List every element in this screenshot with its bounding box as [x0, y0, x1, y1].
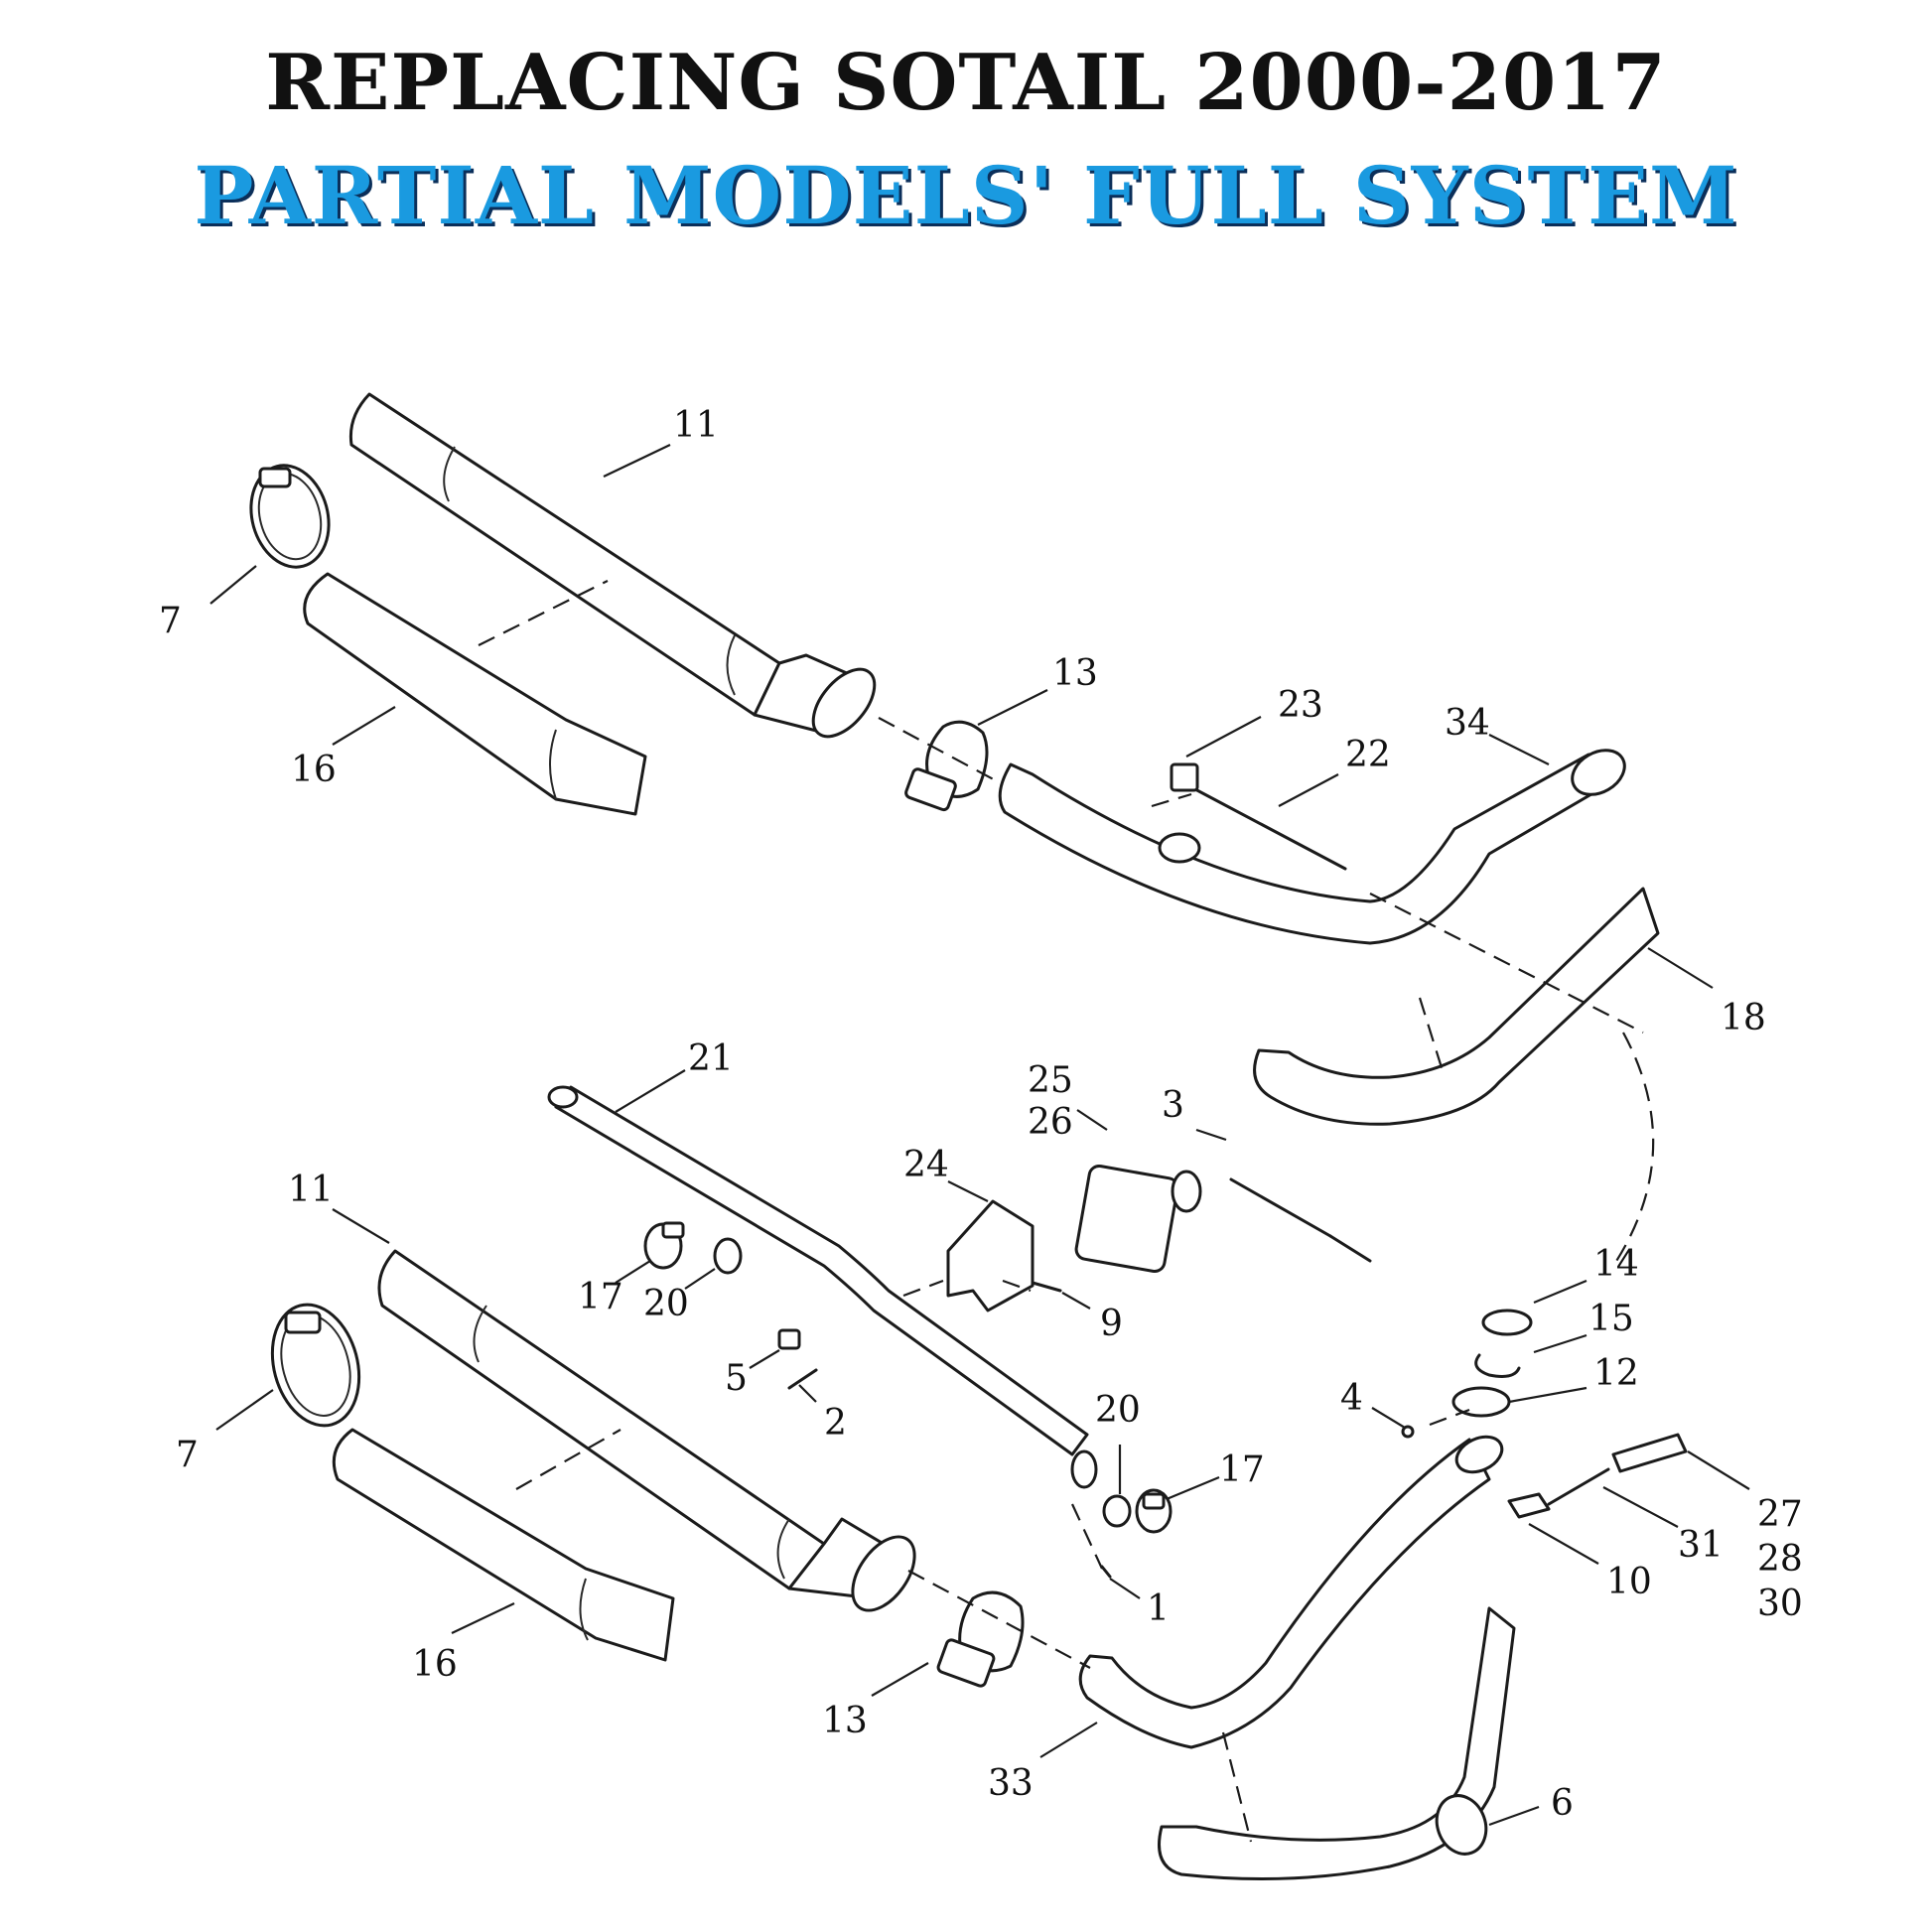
callout-lower-heat-shield: 16 [412, 1644, 458, 1685]
callout-ring-right: 20 [1095, 1390, 1141, 1431]
ring-left [713, 1237, 743, 1275]
callout-upper-muffler-clamp: 13 [1052, 653, 1098, 694]
small-clamp-left [643, 1221, 685, 1270]
callouts: 11 7 16 13 23 22 34 18 21 25 26 3 24 11 … [159, 405, 1803, 1824]
flange-nut [1401, 1425, 1415, 1439]
callout-lead-31: 31 [1678, 1525, 1724, 1566]
lower-heat-shield [332, 1428, 675, 1662]
callout-ring-left: 20 [643, 1284, 689, 1324]
callout-lower-clamp: 7 [176, 1435, 199, 1475]
callout-flange-nut: 4 [1340, 1378, 1363, 1419]
callout-retaining-ring: 15 [1588, 1299, 1634, 1339]
sensor-stud [1031, 1281, 1062, 1293]
actuator-cable [1229, 1177, 1372, 1263]
callout-actuator-b: 26 [1028, 1102, 1073, 1143]
header-clamp [1435, 1794, 1488, 1856]
callout-upper-muffler: 11 [673, 405, 719, 446]
callout-actuator-screw: 3 [1162, 1085, 1184, 1126]
callout-actuator-a: 25 [1028, 1060, 1073, 1101]
callout-sensor-stud: 9 [1100, 1304, 1123, 1344]
callout-bolt-2: 2 [824, 1403, 847, 1444]
crossover-pipe [547, 1085, 1098, 1489]
bolt-1 [1100, 1565, 1112, 1579]
callout-flange: 12 [1593, 1353, 1639, 1394]
page-title: REPLACING SOTAIL 2000-2017 [265, 38, 1667, 128]
actuator [1074, 1164, 1202, 1274]
small-clamp-right [1135, 1488, 1173, 1534]
callout-o2-sensor: 10 [1606, 1562, 1652, 1602]
callout-sensor-30: 30 [1757, 1584, 1803, 1624]
actuator-bracket [946, 1199, 1035, 1312]
callout-actuator-bracket: 24 [903, 1145, 949, 1185]
callout-crossover-pipe: 21 [688, 1038, 734, 1079]
callout-lower-muffler: 11 [288, 1170, 334, 1210]
callout-upper-clamp: 7 [159, 601, 182, 641]
lower-muffler [377, 1249, 916, 1612]
nut-5 [777, 1328, 801, 1350]
upper-rod [1170, 762, 1347, 871]
callout-upper-front-header: 34 [1445, 703, 1490, 744]
ring-right [1102, 1494, 1132, 1528]
lower-clamp [270, 1303, 361, 1428]
rear-header [1078, 1435, 1504, 1749]
upper-muffler [348, 392, 877, 739]
upper-muffler-clamp [904, 720, 989, 812]
callout-sensor-27: 27 [1757, 1494, 1803, 1535]
gasket-14 [1481, 1309, 1533, 1336]
upper-front-header [998, 749, 1626, 945]
upper-guide-lines [478, 580, 1655, 1267]
leader-lines [209, 444, 1750, 1827]
o2-sensor [1507, 1433, 1688, 1519]
callout-upper-header-shield: 18 [1721, 998, 1766, 1038]
callout-lower-muffler-clamp: 13 [822, 1701, 868, 1741]
callout-rear-header: 33 [988, 1763, 1034, 1804]
bolt-2 [787, 1368, 818, 1390]
callout-gasket-14: 14 [1593, 1244, 1639, 1285]
retaining-ring [1474, 1353, 1521, 1378]
callout-small-clamp-left: 17 [578, 1277, 623, 1317]
page-subtitle: PARTIAL MODELS' FULL SYSTEM [194, 149, 1738, 242]
callout-upper-bracket-bolt: 23 [1278, 685, 1323, 726]
upper-header-shield [1253, 887, 1660, 1126]
callout-header-clamp: 6 [1551, 1783, 1574, 1824]
callout-bolt-1: 1 [1147, 1588, 1170, 1629]
lower-muffler-clamp [936, 1590, 1025, 1688]
callout-upper-heat-shield: 16 [291, 750, 337, 790]
lower-guide-lines [515, 1279, 1470, 1843]
upper-clamp [249, 464, 331, 569]
upper-heat-shield [303, 572, 647, 816]
callout-sensor-28: 28 [1757, 1539, 1803, 1580]
callout-nut-5: 5 [725, 1358, 748, 1399]
callout-small-clamp-right: 17 [1219, 1449, 1265, 1490]
callout-upper-rod: 22 [1345, 735, 1391, 775]
